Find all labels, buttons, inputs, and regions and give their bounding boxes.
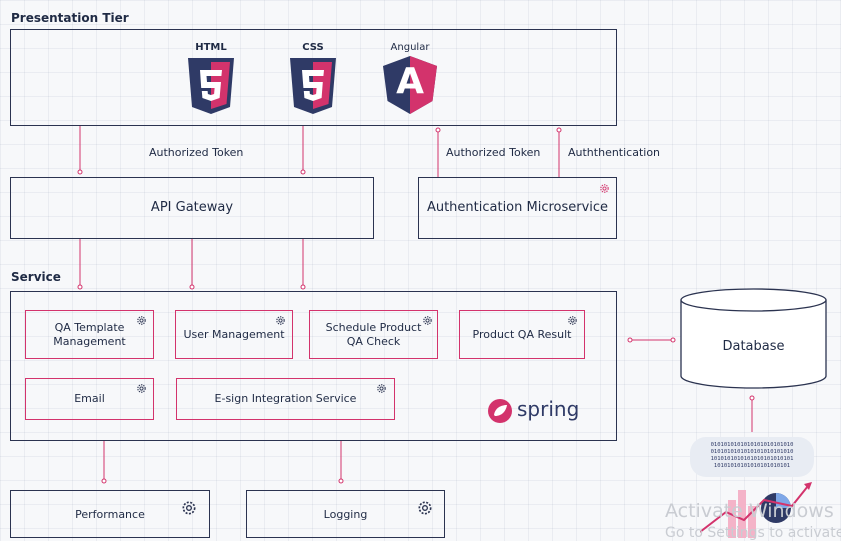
performance-label: Performance	[75, 508, 145, 521]
gear-icon	[276, 316, 285, 325]
user-management-label: User Management	[183, 327, 285, 341]
product-qa-result-label: Product QA Result	[472, 327, 572, 341]
css3-shield-icon	[290, 58, 336, 114]
angular-label: Angular	[390, 42, 430, 53]
logging-box: Logging	[246, 490, 445, 538]
activate-windows-watermark: Activate Windows	[665, 500, 834, 522]
binary-data-cloud: 0101010101010101010101010 01010101010101…	[690, 437, 814, 477]
spring-wordmark: spring	[517, 397, 580, 421]
qa-template-management-box: QA Template Management	[25, 310, 154, 359]
presentation-tier-box	[10, 29, 617, 126]
qa-template-management-label: QA Template Management	[53, 321, 125, 349]
gear-icon	[137, 316, 146, 325]
email-box: Email	[25, 378, 154, 420]
css3-logo: CSS	[287, 42, 339, 116]
gear-icon	[182, 501, 196, 515]
binary-line-2: 0101010101010101010101010	[710, 449, 794, 455]
api-gateway-box: API Gateway	[10, 177, 374, 239]
activate-windows-subtext: Go to Settings to activate W	[665, 525, 841, 541]
email-label: Email	[74, 392, 105, 405]
binary-line-1: 0101010101010101010101010	[710, 442, 794, 448]
spring-leaf-icon	[488, 399, 512, 423]
html5-shield-icon	[188, 58, 234, 114]
esign-integration-service-box: E-sign Integration Service	[176, 378, 395, 420]
schedule-product-qa-check-box: Schedule Product QA Check	[309, 310, 438, 359]
qa-template-line1: QA Template	[54, 320, 125, 334]
schedule-line2: QA Check	[346, 334, 401, 348]
authorized-token-label-right: Authorized Token	[446, 146, 541, 159]
binary-line-3: 1010101010101010101010101	[710, 456, 794, 462]
user-management-box: User Management	[175, 310, 293, 359]
schedule-product-qa-check-label: Schedule Product QA Check	[326, 321, 422, 349]
schedule-line1: Schedule Product	[325, 320, 422, 334]
angular-shield-icon	[383, 56, 437, 114]
database-label: Database	[722, 339, 785, 354]
logging-label: Logging	[323, 508, 368, 521]
api-gateway-label: API Gateway	[150, 200, 234, 215]
html5-logo: HTML	[185, 42, 237, 116]
authentication-label: Auththentication	[568, 146, 661, 159]
database-cylinder-icon	[680, 288, 827, 389]
gear-icon	[600, 184, 609, 193]
service-box	[10, 291, 617, 441]
service-title: Service	[11, 270, 61, 284]
gear-icon	[377, 384, 386, 393]
binary-line-4: 10101010101010101010101	[713, 463, 791, 469]
authorized-token-label-left: Authorized Token	[149, 146, 244, 159]
css3-label: CSS	[302, 42, 324, 53]
angular-letter: A	[396, 61, 424, 102]
spring-logo: spring	[487, 396, 587, 426]
html5-label: HTML	[195, 42, 227, 53]
presentation-tier-title: Presentation Tier	[11, 11, 129, 25]
auth-microservice-label: Authentication Microservice	[426, 200, 609, 215]
auth-microservice-box: Authentication Microservice	[418, 177, 617, 239]
angular-logo: Angular A	[380, 40, 440, 116]
performance-box: Performance	[10, 490, 210, 538]
analytics-chart-icon	[700, 482, 812, 538]
gear-icon	[423, 316, 432, 325]
esign-integration-service-label: E-sign Integration Service	[214, 392, 357, 405]
gear-icon	[568, 316, 577, 325]
product-qa-result-box: Product QA Result	[459, 310, 585, 359]
gear-icon	[418, 501, 432, 515]
gear-icon	[137, 384, 146, 393]
binary-text: 0101010101010101010101010 01010101010101…	[690, 442, 814, 470]
qa-template-line2: Management	[53, 334, 126, 348]
